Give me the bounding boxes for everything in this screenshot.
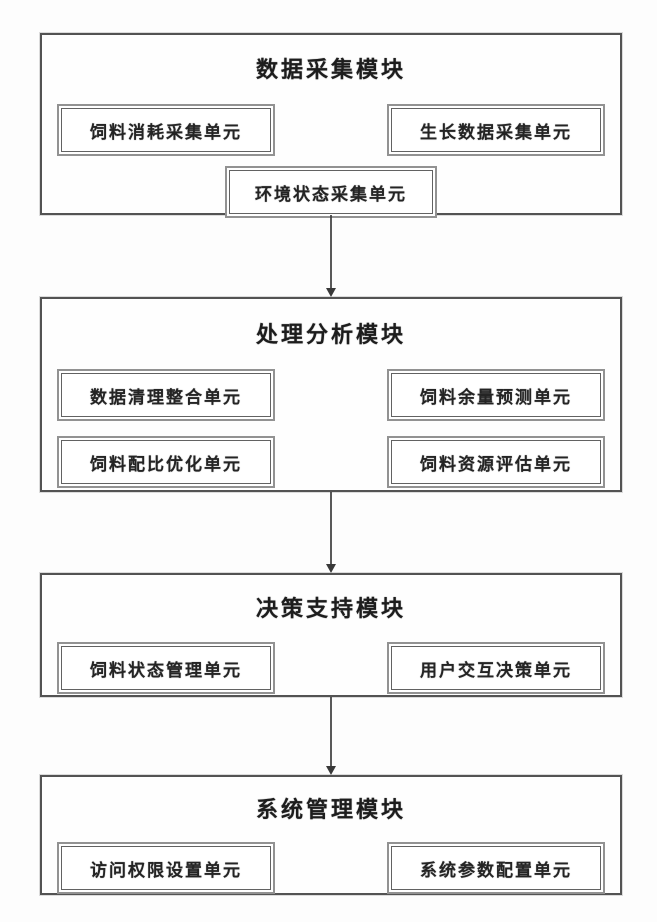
arrow-head-icon [325,766,336,775]
unit-row: 饲料状态管理单元 用户交互决策单元 [42,642,620,694]
unit-inner-border: 环境状态采集单元 [229,170,433,214]
arrow-head-icon [325,564,336,573]
unit-label: 环境状态采集单元 [255,184,407,205]
unit-label: 饲料余量预测单元 [420,387,572,408]
unit-row: 访问权限设置单元 系统参数配置单元 [42,842,620,894]
unit-row: 数据清理整合单元 饲料余量预测单元 [42,369,620,421]
unit-row: 饲料配比优化单元 饲料资源评估单元 [42,436,620,488]
unit-label: 生长数据采集单元 [420,122,572,143]
arrow-down-connector [324,215,337,297]
unit-label: 饲料配比优化单元 [90,454,242,475]
unit-feed-status-management: 饲料状态管理单元 [57,642,275,694]
unit-feed-resource-evaluation: 饲料资源评估单元 [387,436,605,488]
arrow-shaft [329,697,332,766]
arrow-down-connector [324,492,337,573]
arrow-shaft [329,492,332,564]
unit-feed-ratio-optimization: 饲料配比优化单元 [57,436,275,488]
unit-inner-border: 饲料资源评估单元 [391,440,601,484]
unit-inner-border: 饲料状态管理单元 [61,646,271,690]
arrow-shaft [329,215,332,288]
unit-access-permission-setting: 访问权限设置单元 [57,842,275,894]
module-title: 处理分析模块 [255,323,406,348]
module-title: 系统管理模块 [255,798,406,823]
module-processing-analysis: 处理分析模块 数据清理整合单元 饲料余量预测单元 饲料配比优化单元 [40,297,622,492]
unit-label: 饲料状态管理单元 [90,660,242,681]
unit-data-cleaning-integration: 数据清理整合单元 [57,369,275,421]
unit-inner-border: 饲料配比优化单元 [61,440,271,484]
unit-inner-border: 饲料消耗采集单元 [61,108,271,152]
unit-inner-border: 访问权限设置单元 [61,846,271,890]
unit-system-parameter-configuration: 系统参数配置单元 [387,842,605,894]
unit-row: 饲料消耗采集单元 生长数据采集单元 [42,104,620,156]
unit-inner-border: 数据清理整合单元 [61,373,271,417]
unit-feed-consumption-collection: 饲料消耗采集单元 [57,104,275,156]
unit-feed-remaining-prediction: 饲料余量预测单元 [387,369,605,421]
unit-inner-border: 饲料余量预测单元 [391,373,601,417]
module-system-management: 系统管理模块 访问权限设置单元 系统参数配置单元 [40,775,622,895]
module-title: 决策支持模块 [255,597,406,622]
unit-inner-border: 系统参数配置单元 [391,846,601,890]
module-decision-support: 决策支持模块 饲料状态管理单元 用户交互决策单元 [40,573,622,697]
unit-label: 用户交互决策单元 [420,660,572,681]
unit-label: 访问权限设置单元 [90,860,242,881]
unit-user-interaction-decision: 用户交互决策单元 [387,642,605,694]
arrow-head-icon [325,288,336,297]
unit-inner-border: 生长数据采集单元 [391,108,601,152]
unit-inner-border: 用户交互决策单元 [391,646,601,690]
unit-label: 饲料资源评估单元 [420,454,572,475]
unit-growth-data-collection: 生长数据采集单元 [387,104,605,156]
unit-label: 饲料消耗采集单元 [90,122,242,143]
arrow-down-connector [324,697,337,775]
unit-label: 数据清理整合单元 [90,387,242,408]
module-data-collection: 数据采集模块 饲料消耗采集单元 生长数据采集单元 环境状态采集单元 [40,33,622,218]
module-title: 数据采集模块 [255,58,406,83]
unit-row: 环境状态采集单元 [42,166,620,218]
unit-environment-state-collection: 环境状态采集单元 [225,166,437,218]
unit-label: 系统参数配置单元 [420,860,572,881]
